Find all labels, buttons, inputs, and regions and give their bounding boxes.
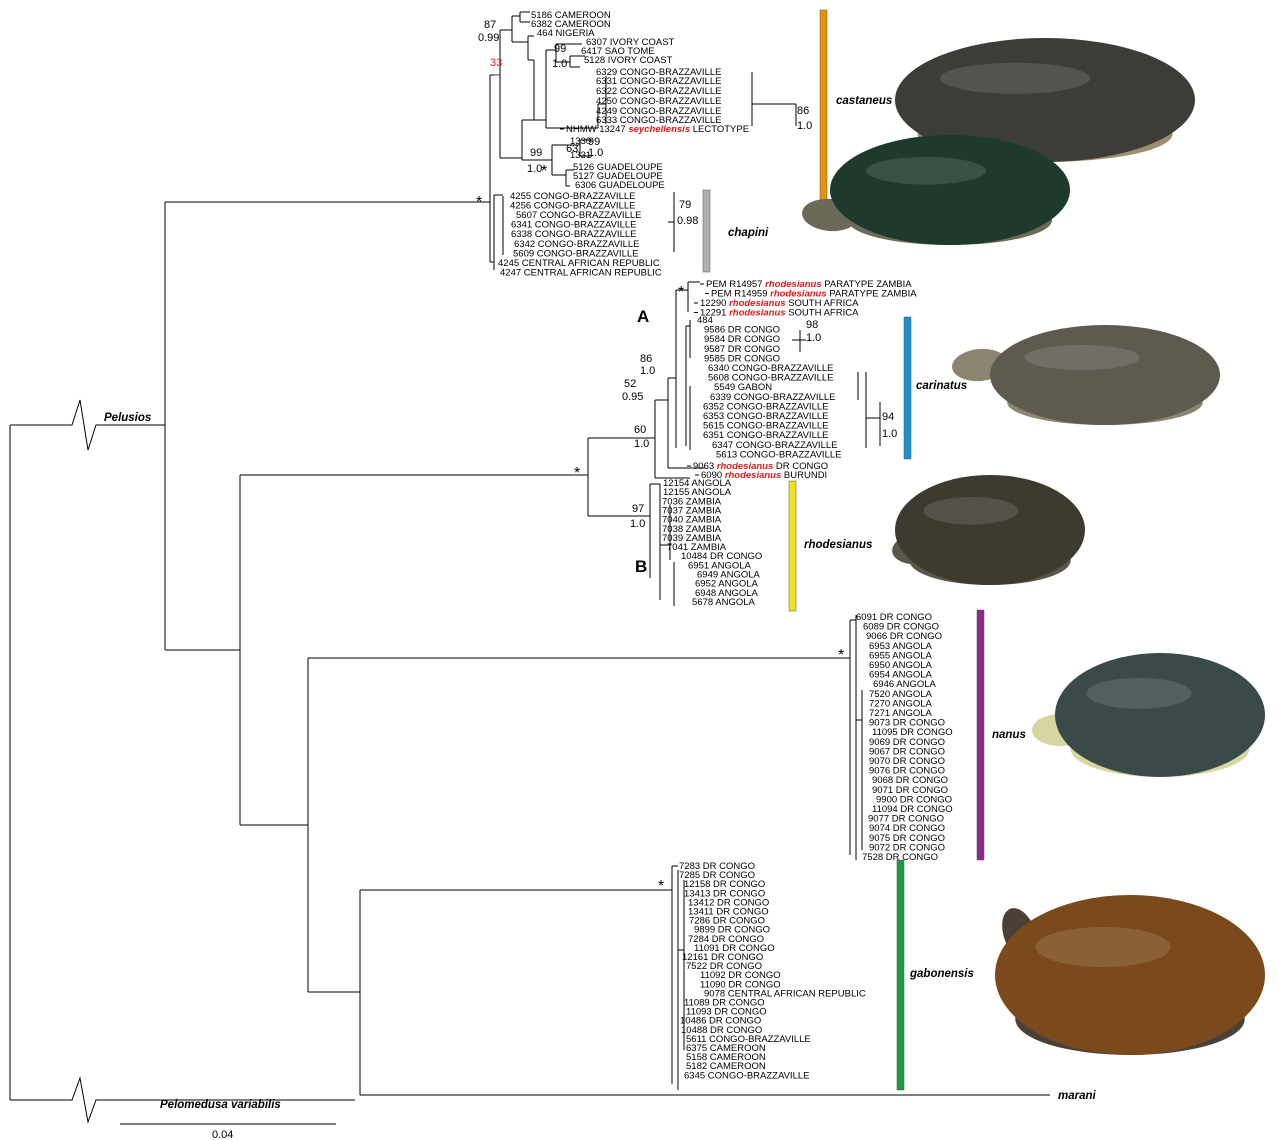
support-1-0-d: 1.0 xyxy=(588,147,603,159)
support-1-0-c: 1.0 xyxy=(527,163,542,175)
turtle-shell-highlight xyxy=(1036,927,1171,967)
tip-castaneus: 6306 GUADELOUPE xyxy=(575,180,665,191)
turtle-shell xyxy=(990,325,1220,425)
nanus-photo xyxy=(1032,653,1265,777)
tip-lectotype-taxon: seychellensis xyxy=(628,124,690,135)
rhodesianus-photo xyxy=(890,475,1085,585)
chapini-photo xyxy=(801,135,1070,245)
clade-bar-castaneus xyxy=(820,10,827,201)
tip-lectotype-id: NHMW 13247 xyxy=(566,124,628,135)
support-97: 97 xyxy=(632,503,644,515)
support-star-nanus: * xyxy=(838,647,844,664)
clade-bar-chapini xyxy=(703,190,710,272)
marani-label: marani xyxy=(1058,1090,1097,1102)
turtle-shell xyxy=(1055,653,1265,777)
support-1-0-h: 1.0 xyxy=(882,428,897,440)
support-0-98: 0.98 xyxy=(677,215,698,227)
support-1-0-e: 1.0 xyxy=(806,332,821,344)
support-0-95: 0.95 xyxy=(622,391,643,403)
support-star-gabonensis: * xyxy=(658,878,664,895)
gabonensis-photo xyxy=(995,895,1265,1055)
support-star-rhodesianus: * xyxy=(574,465,580,482)
turtle-shell xyxy=(895,475,1085,585)
support-star-castaneus-chapini: * xyxy=(476,194,482,211)
support-1-0-i: 1.0 xyxy=(630,518,645,530)
support-94: 94 xyxy=(882,411,894,423)
carinatus-photo xyxy=(951,325,1220,425)
tip-rhodesianus: 5678 ANGOLA xyxy=(692,597,756,608)
support-99-a: 99 xyxy=(554,43,566,55)
tip-rhodesianus-type-taxon: rhodesianus xyxy=(729,308,786,319)
clade-label-gabonensis: gabonensis xyxy=(909,968,974,980)
support-52: 52 xyxy=(624,378,636,390)
turtle-shell xyxy=(830,135,1070,245)
support-1-0-a: 1.0 xyxy=(552,58,567,70)
clade-label-castaneus: castaneus xyxy=(836,95,892,107)
tip-lectotype-locality: LECTOTYPE xyxy=(690,124,749,135)
clade-bar-carinatus xyxy=(904,317,911,459)
tip-chapini: 4247 CENTRAL AFRICAN REPUBLIC xyxy=(500,267,662,278)
support-87: 87 xyxy=(484,19,496,31)
support-86-a: 86 xyxy=(797,105,809,117)
tip-rhodesianus-type: 12291 rhodesianus SOUTH AFRICA xyxy=(700,308,859,319)
tip-rhodesianus-burundi-locality: BURUNDI xyxy=(781,470,827,481)
tip-gabonensis: 6345 CONGO-BRAZZAVILLE xyxy=(684,1070,809,1081)
tip-rhodesianus-type-locality: SOUTH AFRICA xyxy=(786,308,860,319)
tip-rhodesianus-burundi-taxon: rhodesianus xyxy=(725,470,782,481)
support-1-0-f: 1.0 xyxy=(640,365,655,377)
support-98: 98 xyxy=(806,319,818,331)
letter-b: B xyxy=(635,557,647,576)
support-86-b: 86 xyxy=(640,353,652,365)
support-dash: – xyxy=(494,69,501,81)
support-0-99: 0.99 xyxy=(478,32,499,44)
turtle-shell xyxy=(995,895,1265,1055)
clade-label-nanus: nanus xyxy=(992,729,1026,741)
turtle-shell-highlight xyxy=(866,157,986,185)
support-1-0-b: 1.0 xyxy=(797,120,812,132)
clade-bar-gabonensis xyxy=(897,860,904,1090)
tip-lectotype: NHMW 13247 seychellensis LECTOTYPE xyxy=(566,124,749,135)
genus-label: Pelusios xyxy=(104,412,151,424)
turtle-shell-highlight xyxy=(1087,678,1192,709)
clade-label-carinatus: carinatus xyxy=(916,380,967,392)
support-63: 63 xyxy=(566,143,578,155)
scale-bar: 0.04 xyxy=(120,1124,336,1140)
support-1-0-g: 1.0 xyxy=(634,438,649,450)
letter-a: A xyxy=(637,307,649,326)
tip-carinatus: 5613 CONGO-BRAZZAVILLE xyxy=(716,449,841,460)
turtle-shell-highlight xyxy=(940,63,1090,94)
turtle-shell-highlight xyxy=(1025,345,1140,370)
support-star-castaneus: * xyxy=(541,163,547,180)
scale-label: 0.04 xyxy=(212,1129,233,1140)
clade-bar-nanus xyxy=(977,610,984,860)
outgroup-label: Pelomedusa variabilis xyxy=(160,1099,281,1111)
turtle-shell-highlight xyxy=(924,497,1019,525)
support-79: 79 xyxy=(679,199,691,211)
support-99-b: 99 xyxy=(530,147,542,159)
support-33: 33 xyxy=(490,57,502,69)
support-star-rhod-types: * xyxy=(678,284,684,301)
support-60: 60 xyxy=(634,424,646,436)
tip-castaneus: 5128 IVORY COAST xyxy=(584,55,673,66)
clade-label-rhodesianus: rhodesianus xyxy=(804,539,872,551)
clade-bar-rhodesianus xyxy=(789,481,796,611)
clade-label-chapini: chapini xyxy=(728,227,769,239)
